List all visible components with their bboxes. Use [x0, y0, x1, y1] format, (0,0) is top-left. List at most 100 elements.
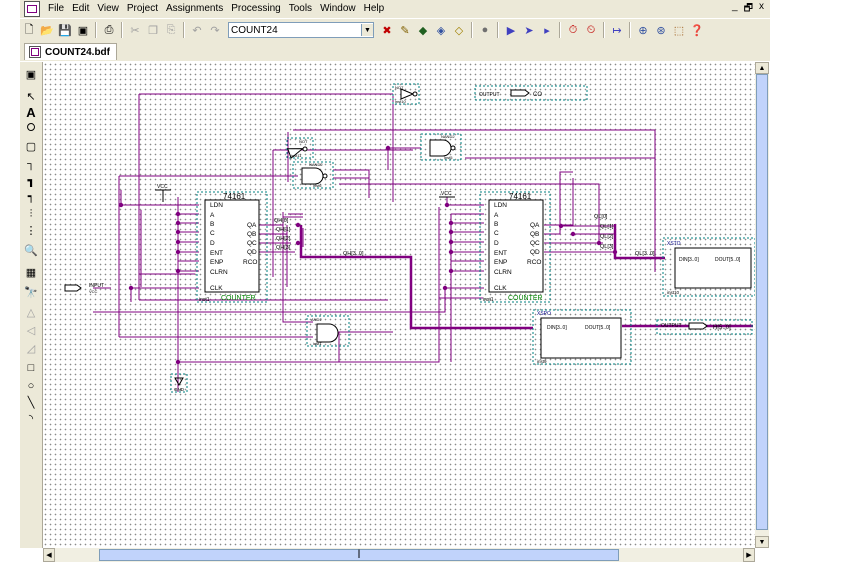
gnd-symbol[interactable]: GND [170, 373, 188, 393]
oval-tool-icon[interactable]: ○ [27, 380, 35, 392]
vertical-scroll-thumb[interactable] [756, 74, 768, 530]
menu-window[interactable]: Window [320, 3, 356, 14]
bus-wires [299, 224, 753, 330]
chip-planner-icon[interactable]: ◆ [418, 24, 428, 37]
vcc-symbol-right[interactable]: VCC [439, 191, 455, 198]
toolbar-separator [183, 22, 185, 38]
net-label-qh0: QH[0] [274, 218, 289, 224]
counter-low[interactable]: 74161 COUNTER inst1 LDN A B C D ENT ENP … [196, 191, 268, 303]
menu-processing[interactable]: Processing [231, 3, 281, 14]
xspo-block[interactable]: XSPO DIN[3..0] DOUT[5..0] inst9 [532, 309, 632, 365]
counter-high[interactable]: 74161 COUNTER inst1 LDN A B C D ENT ENP … [479, 191, 551, 303]
stop-icon[interactable]: ● [481, 24, 489, 36]
tab-count24-bdf[interactable]: COUNT24.bdf [24, 43, 117, 60]
help-icon[interactable]: ❓ [690, 24, 704, 37]
counter-high-pin-rco: RCO [527, 259, 541, 266]
copy-icon[interactable]: ❐ [148, 24, 158, 37]
counter-low-pin-rco: RCO [243, 259, 257, 266]
scroll-down-button[interactable]: ▼ [755, 536, 769, 548]
toolbar-separator [95, 22, 97, 38]
input-pin[interactable]: INPUT VCC [64, 283, 104, 294]
scroll-up-button[interactable]: ▲ [755, 62, 769, 74]
redo-icon[interactable]: ↷ [210, 24, 220, 37]
schematic-canvas[interactable]: 74161 COUNTER inst1 LDN A B C D ENT ENP … [43, 62, 755, 548]
horizontal-scrollbar[interactable]: ◀ ║ ▶ [43, 548, 755, 562]
undo-icon[interactable]: ↶ [192, 24, 202, 37]
rectangle-tool-icon[interactable]: □ [27, 362, 35, 374]
xsto-block[interactable]: XSTO DIN[3..0] DOUT[5..0] inst10 [662, 237, 755, 297]
schematic-drawing: 74161 COUNTER inst1 LDN A B C D ENT ENP … [64, 83, 755, 393]
save-icon[interactable]: 💾 [58, 24, 72, 37]
close-button[interactable]: x [759, 1, 764, 12]
window-controls: _ 🗗 x [732, 1, 764, 18]
nand2-gate-middle[interactable]: NAND2 inst6 [292, 161, 334, 189]
save-all-icon[interactable]: ▣ [77, 24, 89, 37]
partial-line-icon[interactable]: ⋮ [25, 224, 37, 237]
chevron-down-icon[interactable]: ▼ [361, 24, 373, 36]
menu-view[interactable]: View [97, 3, 119, 14]
counter-low-pin-qa: QA [247, 222, 257, 229]
menu-edit[interactable]: Edit [72, 3, 90, 14]
compilation-report-icon[interactable]: ↦ [612, 24, 622, 37]
simulator-icon[interactable]: ⏲ [586, 23, 596, 36]
menu-project[interactable]: Project [126, 3, 158, 14]
orthogonal-bus-icon[interactable]: ┓ [27, 174, 35, 187]
nand2-gate-top[interactable]: NAND2 inst5 [420, 133, 462, 161]
start-compile-icon[interactable]: ▶ [506, 24, 516, 37]
selection-tool-icon[interactable]: ↖ [26, 90, 36, 103]
find-icon[interactable]: 🔭 [24, 286, 38, 299]
horizontal-scroll-thumb[interactable]: ║ [99, 549, 619, 561]
fitter-icon[interactable]: ▸ [544, 24, 550, 37]
print-icon[interactable]: ⎙ [104, 23, 114, 36]
not-gate-middle[interactable]: NOT inst11 [286, 137, 314, 159]
arc-tool-icon[interactable]: ◝ [28, 412, 34, 425]
analysis-icon[interactable]: ➤ [524, 24, 534, 37]
text-tool-icon[interactable]: A [26, 104, 36, 120]
project-input[interactable] [229, 24, 361, 36]
pin-planner-icon[interactable]: ✎ [400, 24, 410, 37]
counter-low-pin-ent: ENT [210, 250, 223, 257]
app-icon[interactable] [24, 1, 40, 17]
scroll-right-button[interactable]: ▶ [743, 548, 755, 562]
line-tool-icon[interactable]: ╲ [27, 396, 35, 409]
timing-analyzer-icon[interactable]: ⏱ [568, 23, 578, 36]
megawizard-icon[interactable]: ⬚ [673, 24, 685, 37]
rotate-icon[interactable]: ◿ [26, 342, 36, 355]
open-folder-icon[interactable]: 📂 [40, 24, 54, 37]
restore-button[interactable]: 🗗 [743, 3, 753, 14]
settings-icon[interactable]: ✖ [382, 24, 392, 37]
project-combo[interactable]: ▼ [228, 22, 374, 38]
menu-assignments[interactable]: Assignments [165, 3, 224, 14]
output-pin-h[interactable]: OUTPUT H[5..0] [656, 319, 753, 335]
minimize-button[interactable]: _ [732, 1, 738, 12]
zoom-tool-icon[interactable]: 🔍 [24, 244, 38, 257]
block-tool-icon[interactable]: ▢ [25, 140, 37, 153]
programmer-icon[interactable]: ⊕ [638, 24, 648, 37]
orthogonal-node-icon[interactable]: ┐ [27, 158, 35, 170]
menu-bar: File Edit View Project Assignments Proce… [20, 0, 770, 18]
counter-low-pin-clk: CLK [210, 285, 223, 292]
menu-help[interactable]: Help [363, 3, 385, 14]
symbol-tool-icon[interactable]: ⭘ [26, 121, 36, 134]
not-gate-top[interactable]: NOT inst10 [392, 83, 420, 105]
new-file-icon[interactable]: 🗋 [24, 23, 34, 36]
output-pin-co[interactable]: OUTPUT CO [474, 85, 588, 101]
vertical-scrollbar[interactable]: ▲ ▼ [755, 62, 769, 548]
rubberbanding-icon[interactable]: ⫶ [29, 207, 33, 220]
assignment-editor-icon[interactable]: ◈ [436, 24, 446, 37]
signaltap-icon[interactable]: ⊛ [656, 24, 666, 37]
paste-icon[interactable]: ⎘ [166, 23, 176, 36]
scroll-left-button[interactable]: ◀ [43, 548, 55, 562]
detach-window-icon[interactable]: ▣ [25, 68, 37, 81]
flip-horizontal-icon[interactable]: △ [26, 306, 36, 319]
menu-file[interactable]: File [48, 3, 65, 14]
cut-icon[interactable]: ✂ [130, 24, 140, 37]
vcc-symbol-left[interactable]: VCC [155, 184, 171, 202]
conduit-tool-icon[interactable]: ┑ [27, 190, 35, 203]
timing-icon[interactable]: ◇ [454, 24, 464, 37]
flip-vertical-icon[interactable]: ◁ [26, 324, 36, 337]
full-screen-icon[interactable]: ▦ [25, 266, 37, 279]
menu-tools[interactable]: Tools [288, 3, 313, 14]
node-wires [93, 93, 656, 392]
and2-gate[interactable]: AND2 inst7 [306, 315, 350, 347]
